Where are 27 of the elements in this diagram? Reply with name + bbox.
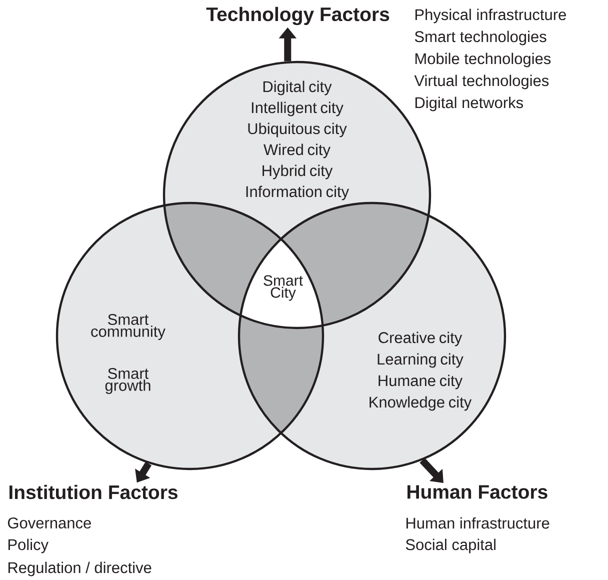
circle-label: Smart community xyxy=(91,314,166,340)
circle-label: Information city xyxy=(246,186,350,200)
factor-item: Physical infrastructure xyxy=(415,8,566,24)
circle-label: Ubiquitous city xyxy=(248,122,347,138)
factor-item: Social capital xyxy=(406,538,496,554)
circle-label: Digital city xyxy=(263,80,332,96)
factor-item: Virtual technologies xyxy=(414,74,549,90)
factor-heading: Technology Factors xyxy=(206,6,390,26)
circle-label: Knowledge city xyxy=(370,396,472,411)
factor-item: Regulation / directive xyxy=(8,562,152,576)
circle-label: Hybrid city xyxy=(262,164,333,180)
factor-item: Mobile technologies xyxy=(415,52,551,68)
block-arrow xyxy=(420,458,444,483)
factor-item: Smart technologies xyxy=(414,30,546,46)
circle-label: Wired city xyxy=(264,144,330,158)
factor-item: Policy xyxy=(8,538,48,554)
circle-label: Creative city xyxy=(378,332,462,346)
factor-heading: Human Factors xyxy=(408,485,548,499)
factor-heading: Institution Factors xyxy=(10,484,178,500)
circle-label: Smart growth xyxy=(105,368,150,394)
factor-item: Digital networks xyxy=(415,96,523,112)
circle-label: Learning city xyxy=(378,353,464,368)
circle-label: Humane city xyxy=(378,374,463,390)
factor-item: Governance xyxy=(8,518,91,528)
center-label: Smart City xyxy=(264,275,303,301)
factor-item: Human infrastructure xyxy=(406,517,550,529)
circle-label: Intelligent city xyxy=(252,102,344,116)
